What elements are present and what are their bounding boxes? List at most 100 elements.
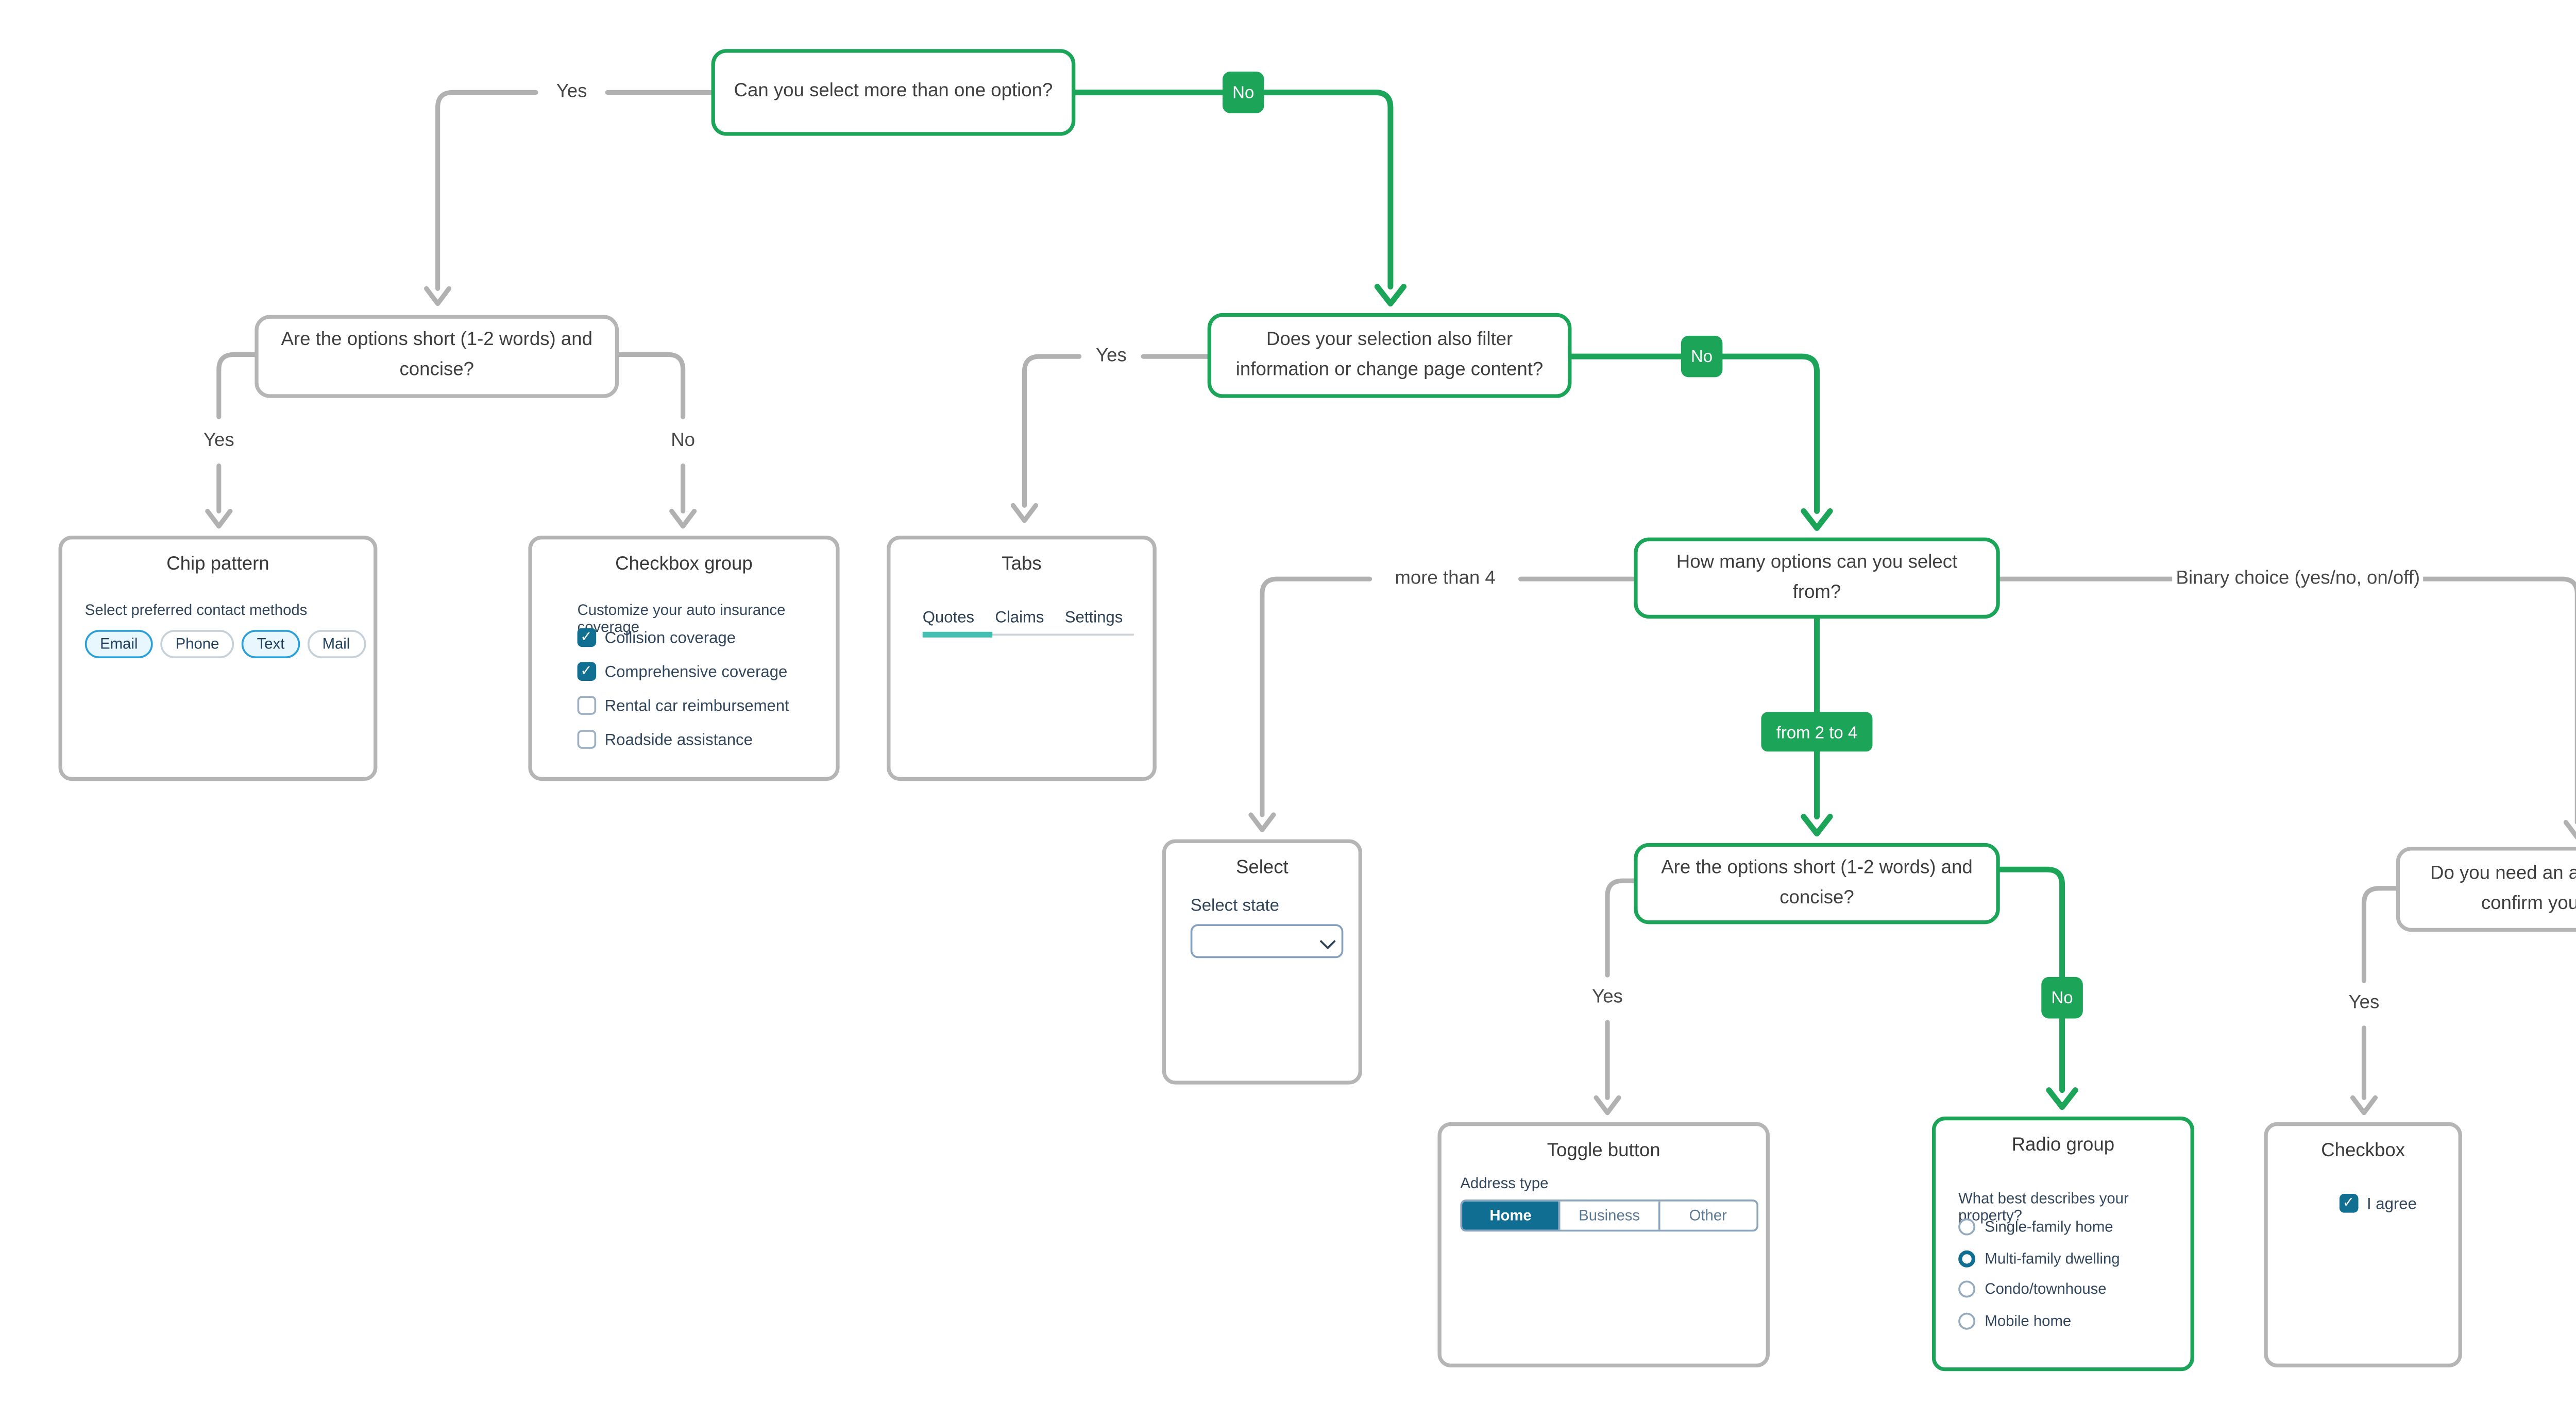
question-options-short-right: Are the options short (1-2 words) and co… [1634,843,2000,924]
chip-mail[interactable]: Mail [307,630,365,659]
edge-label-yes-q3: Yes [1092,346,1131,367]
arrow-into-q2 [424,286,452,306]
checkbox-rental[interactable]: Rental car reimbursement [577,696,789,715]
edge-label-yes-q2: Yes [199,431,239,452]
arrow-into-radio-card [2046,1087,2078,1110]
badge-no-q5: No [2041,976,2083,1019]
checkbox-unchecked-icon [577,730,596,748]
toggle-segment-home[interactable]: Home [1462,1201,1560,1230]
tab-baseline [922,633,1134,636]
checkbox-collision[interactable]: ✓ Collision coverage [577,628,789,647]
question-options-short-left: Are the options short (1-2 words) and co… [255,315,619,398]
edge-q6-yes [2361,886,2399,1100]
arrow-into-checkbox-card [2350,1095,2378,1116]
arrow-into-chip-card [205,508,233,529]
edge-label-yes-q1: Yes [552,82,591,103]
card-title: Chip pattern [166,554,269,575]
radio-unselected-icon [1958,1218,1976,1236]
radio-selected-icon [1958,1249,1976,1267]
tab-settings[interactable]: Settings [1064,607,1123,626]
checkbox-label: Roadside assistance [604,730,753,749]
edge-q2-yes [216,352,257,513]
edge-q1-no [1072,89,1394,290]
radio-label: Condo/townhouse [1985,1280,2107,1298]
radio-multi-family[interactable]: Multi-family dwelling [1958,1249,2120,1267]
edge-q4-more-than-4 [1260,576,1636,817]
edge-q2-no [616,352,686,513]
badge-from-2-to-4: from 2 to 4 [1761,712,1873,752]
checkbox-label: Rental car reimbursement [604,696,789,715]
card-title: Tabs [1002,554,1042,575]
edge-q5-no [1997,866,2065,1093]
edge-label-no-q2: No [667,431,699,452]
select-label: Select state [1190,896,1279,915]
card-title: Select [1235,858,1289,879]
edge-label-binary-choice: Binary choice (yes/no, on/off) [2172,569,2424,590]
checkbox-unchecked-icon [577,696,596,714]
arrow-into-checkbox-group-card [669,508,697,529]
edge-q4-binary [1997,576,2576,825]
badge-no-q1: No [1222,72,1264,113]
edge-q3-yes [1022,354,1210,508]
card-checkbox-group: Checkbox group Customize your auto insur… [528,536,840,781]
radio-unselected-icon [1958,1311,1976,1329]
chip-text[interactable]: Text [242,630,300,659]
edge-q5-yes [1605,878,1636,1100]
toggle-group-label: Address type [1460,1175,1549,1192]
edge-label-yes-q5: Yes [1588,987,1627,1008]
card-title: Checkbox group [615,554,753,575]
card-select: Select Select state [1162,839,1362,1085]
tab-active-underline [922,631,993,637]
card-title: Checkbox [2321,1141,2405,1162]
checkbox-label: Comprehensive coverage [604,662,788,681]
arrow-into-q3 [1374,284,1407,307]
toggle-segment-business[interactable]: Business [1559,1201,1658,1230]
checkbox-label: I agree [2366,1194,2417,1213]
edge-q3-no [1568,353,1820,514]
radio-label: Mobile home [1985,1311,2072,1329]
checkbox-checked-icon: ✓ [2339,1194,2358,1212]
chip-group-label: Select preferred contact methods [84,602,308,619]
radio-condo[interactable]: Condo/townhouse [1958,1280,2120,1298]
question-confirm-action: Do you need an additional action to conf… [2396,847,2576,932]
radio-unselected-icon [1958,1280,1976,1298]
card-chip-pattern: Chip pattern Select preferred contact me… [58,536,378,781]
checkbox-comprehensive[interactable]: ✓ Comprehensive coverage [577,662,789,681]
checkbox-group-label: Customize your auto insurance coverage [577,602,786,636]
question-filters-content: Does your selection also filter informat… [1207,313,1572,398]
checkbox-roadside[interactable]: Roadside assistance [577,730,789,749]
checkbox-label: Collision coverage [604,628,736,647]
card-title: Radio group [2011,1135,2115,1156]
radio-single-family[interactable]: Single-family home [1958,1218,2120,1236]
radio-mobile-home[interactable]: Mobile home [1958,1311,2120,1329]
select-input[interactable] [1190,924,1344,958]
edge-label-yes-q6: Yes [2345,993,2383,1014]
card-checkbox: Checkbox ✓ I agree [2264,1122,2462,1367]
checkbox-i-agree[interactable]: ✓ I agree [2339,1194,2417,1213]
card-toggle-button: Toggle button Address type Home Business… [1437,1122,1770,1367]
arrow-into-q4 [1801,508,1833,531]
badge-no-q3: No [1681,335,1723,378]
question-multi-select: Can you select more than one option? [711,49,1076,136]
radio-label: Multi-family dwelling [1985,1249,2120,1267]
toggle-segment-other[interactable]: Other [1657,1201,1757,1230]
radio-group-label: What best describes your property? [1958,1190,2129,1224]
tab-quotes[interactable]: Quotes [922,607,975,626]
question-how-many-options: How many options can you select from? [1634,537,2000,619]
radio-label: Single-family home [1985,1218,2113,1236]
chip-phone[interactable]: Phone [160,630,234,659]
arrow-into-toggle-card [1594,1095,1621,1116]
edge-label-more-than-4: more than 4 [1391,569,1500,590]
arrow-into-select-card [1248,812,1276,832]
chip-row: Email Phone Text Mail [84,630,365,659]
arrow-into-q5 [1801,814,1833,837]
checkbox-checked-icon: ✓ [577,662,596,681]
edge-q1-yes [435,90,714,291]
arrow-into-q6 [2563,820,2576,840]
chip-email[interactable]: Email [84,630,153,659]
card-tabs: Tabs Quotes Claims Settings [887,536,1157,781]
arrow-into-tabs-card [1010,503,1039,523]
tab-claims[interactable]: Claims [995,607,1044,626]
